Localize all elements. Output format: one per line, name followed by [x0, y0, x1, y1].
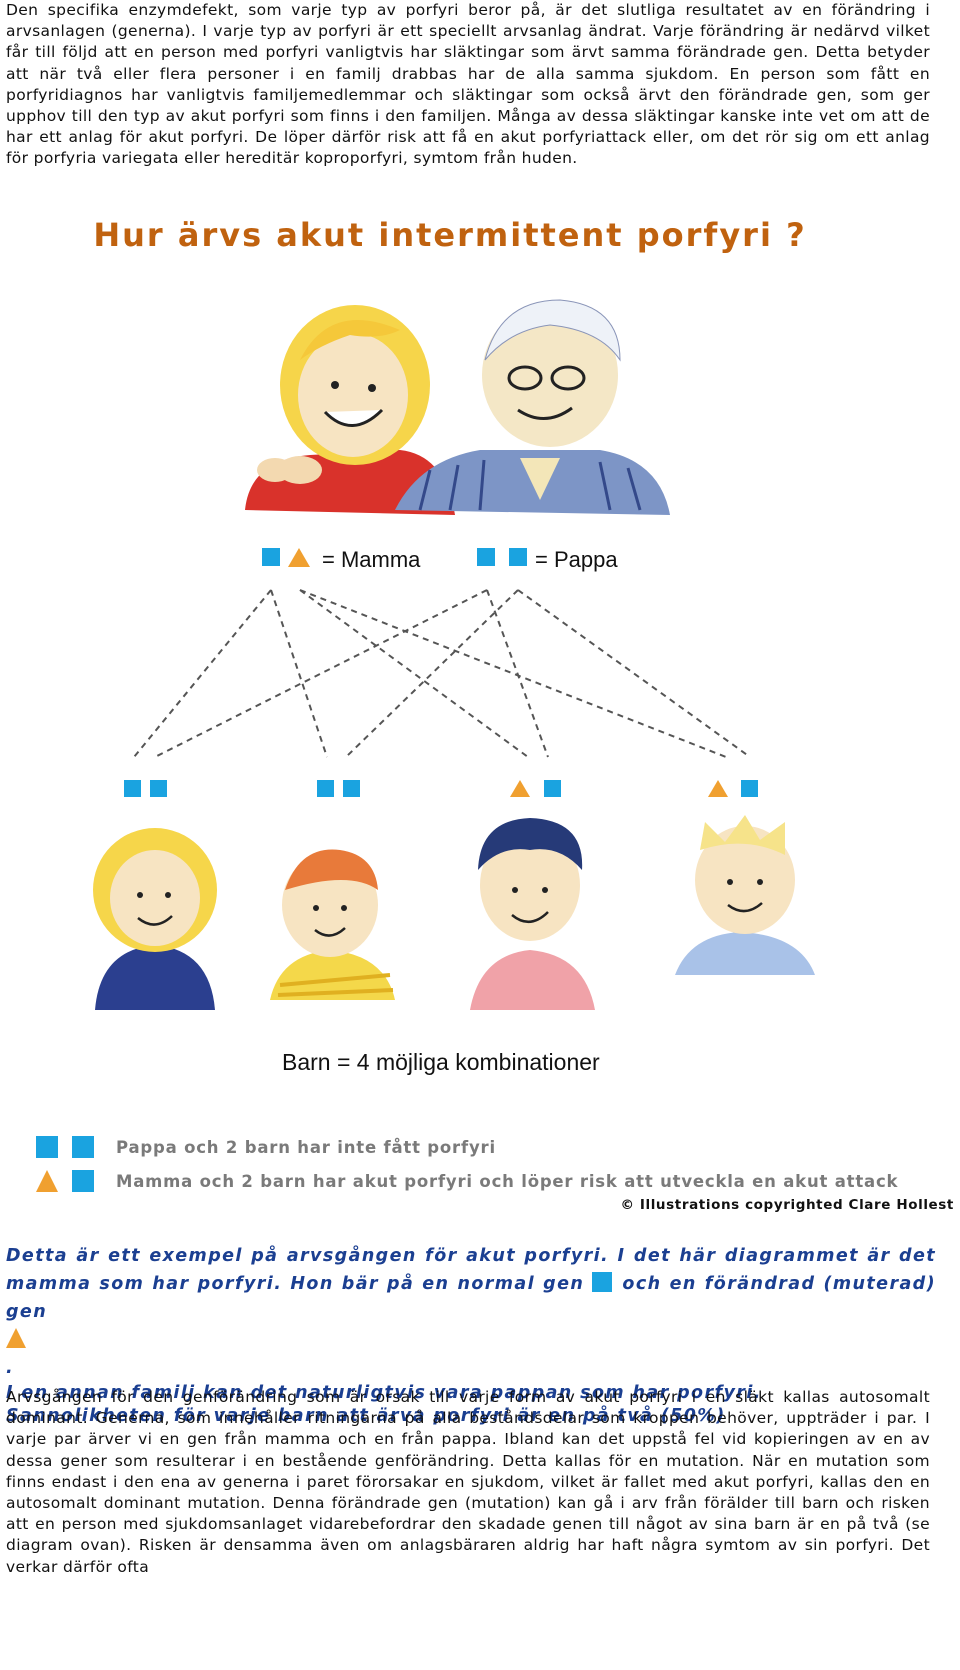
- legend-healthy-text: Pappa och 2 barn har inte fått porfyri: [116, 1138, 496, 1157]
- normal-gene-square-icon: [477, 548, 495, 566]
- mutated-gene-triangle-icon: [6, 1328, 28, 1348]
- legend-porphyria-text: Mamma och 2 barn har akut porfyri och lö…: [116, 1172, 898, 1191]
- mutated-and-normal-gene-icon: [36, 1169, 96, 1193]
- child-genes-1: [124, 780, 167, 797]
- inheritance-illustration: = Mamma = Pappa: [0, 290, 960, 1190]
- child-genes-2: [317, 780, 360, 797]
- normal-gene-square-icon: [592, 1272, 614, 1292]
- pappa-label: = Pappa: [535, 547, 618, 572]
- normal-gene-square-icon: [509, 548, 527, 566]
- mamma-label: = Mamma: [322, 547, 421, 572]
- child-figure-girl: [93, 828, 217, 1010]
- legend-row-healthy: Pappa och 2 barn har inte fått porfyri: [36, 1135, 926, 1161]
- father-genes: = Pappa: [477, 547, 618, 572]
- children-combinations-label: Barn = 4 möjliga kombinationer: [282, 1049, 600, 1075]
- example-paragraph: Detta är ett exempel på arvsgången för a…: [6, 1242, 936, 1382]
- normal-gene-square-icon: [262, 548, 280, 566]
- intro-paragraph: Den specifika enzymdefekt, som varje typ…: [6, 0, 930, 170]
- example-text-part3: .: [6, 1358, 14, 1378]
- child-genes-3: [510, 780, 561, 797]
- child-figure-boy-3: [675, 815, 815, 975]
- genetics-paragraph: Arvsgången för den genförändring som är …: [6, 1387, 930, 1578]
- two-normal-genes-icon: [36, 1135, 96, 1159]
- legend-row-porphyria: Mamma och 2 barn har akut porfyri och lö…: [36, 1169, 926, 1195]
- mutated-gene-triangle-icon: [288, 548, 310, 567]
- copyright-notice: © Illustrations copyrighted Clare Holles…: [620, 1197, 954, 1213]
- child-figure-boy-1: [270, 850, 395, 1001]
- mother-genes: = Mamma: [262, 547, 421, 572]
- child-genes-4: [708, 780, 758, 797]
- child-figure-boy-2: [470, 818, 595, 1010]
- page-heading: Hur ärvs akut intermittent porfyri ?: [0, 216, 900, 254]
- inheritance-lines: [134, 590, 750, 757]
